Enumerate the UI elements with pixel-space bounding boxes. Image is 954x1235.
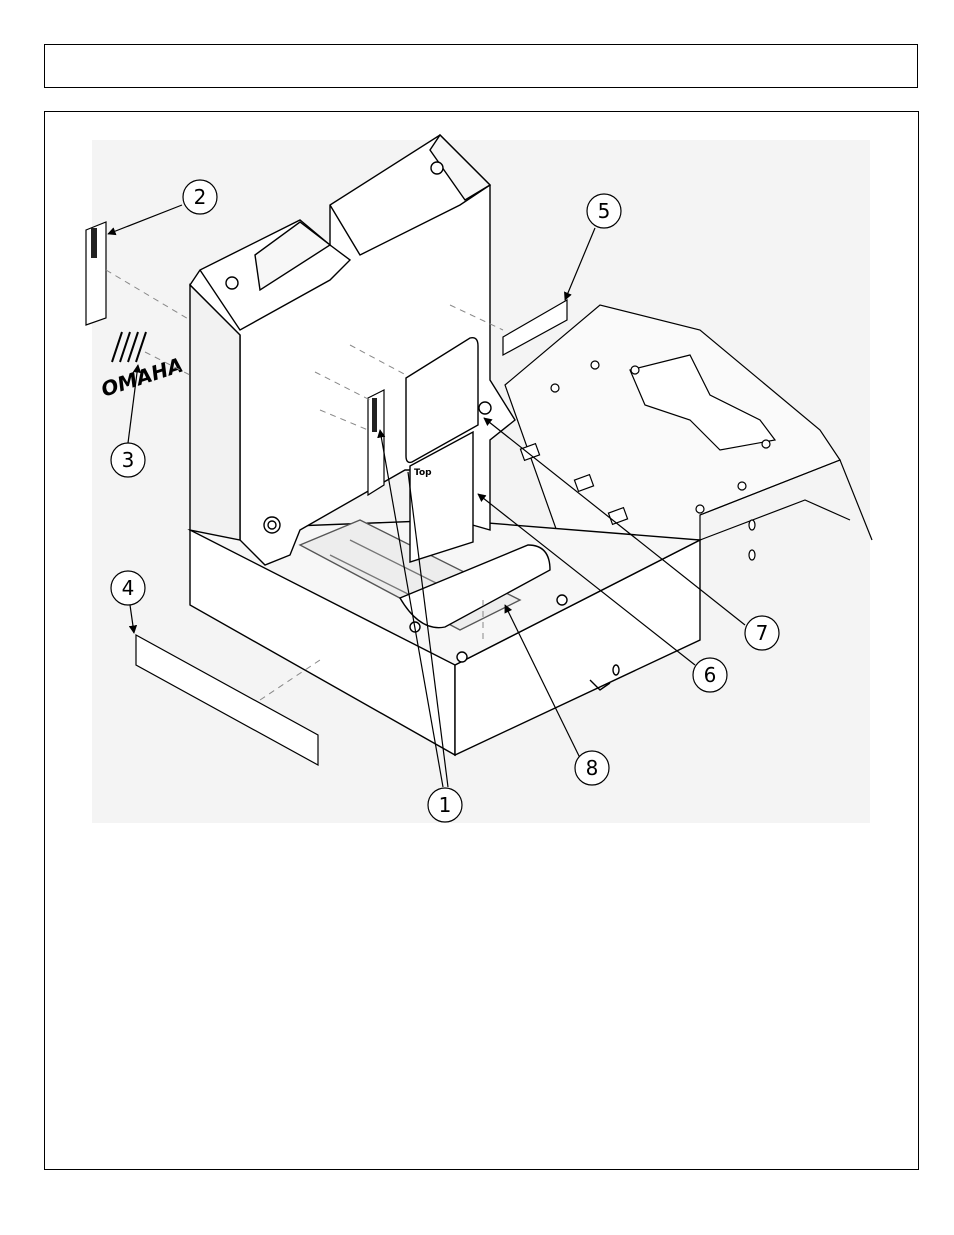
- svg-text:8: 8: [586, 756, 599, 780]
- decal-top-text: Top: [414, 468, 432, 478]
- svg-text:2: 2: [194, 185, 207, 209]
- decal-2: [86, 222, 106, 325]
- callout-1: 1: [428, 788, 462, 822]
- svg-text:1: 1: [439, 793, 452, 817]
- callout-2: 2: [183, 180, 217, 214]
- callout-6: 6: [693, 658, 727, 692]
- svg-text:6: 6: [704, 663, 717, 687]
- decal-6: Top: [406, 338, 478, 562]
- callout-3: 3: [111, 443, 145, 477]
- svg-text:3: 3: [122, 448, 135, 472]
- callout-8: 8: [575, 751, 609, 785]
- svg-text:5: 5: [598, 199, 611, 223]
- callout-7: 7: [745, 616, 779, 650]
- svg-text:4: 4: [122, 576, 135, 600]
- svg-text:7: 7: [756, 621, 769, 645]
- callout-4: 4: [111, 571, 145, 605]
- callout-5: 5: [587, 194, 621, 228]
